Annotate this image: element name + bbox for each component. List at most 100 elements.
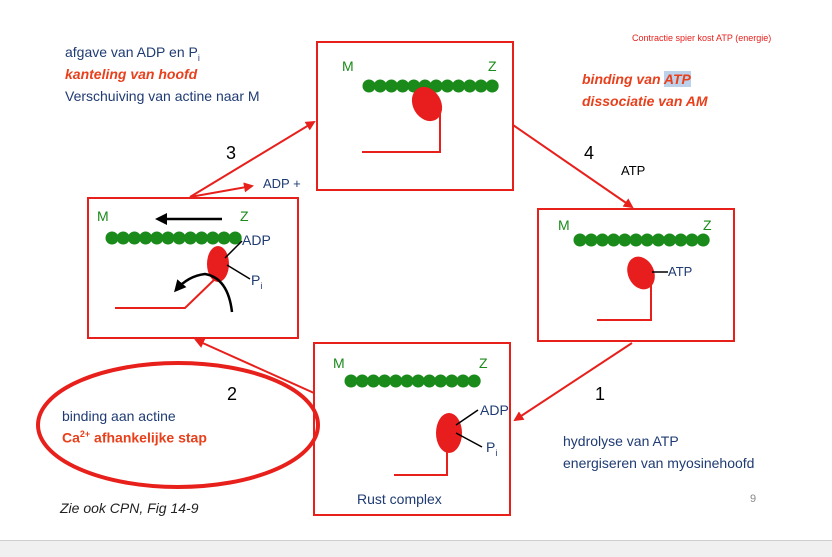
bottom-scrollbar-strip bbox=[0, 540, 832, 557]
bottom-left-line2: Ca2+ afhankelijke stap bbox=[62, 429, 207, 446]
bottom-left-line1: binding aan actine bbox=[62, 408, 176, 424]
left-box-pi: Pi bbox=[251, 272, 262, 291]
myosin-tail-top bbox=[362, 108, 441, 153]
myosin-head-left bbox=[207, 246, 229, 282]
top-right-line2: dissociatie van AM bbox=[582, 93, 708, 109]
right-box-atp: ATP bbox=[668, 264, 693, 279]
actin-bead bbox=[440, 79, 454, 93]
rest-complex-label: Rust complex bbox=[357, 491, 442, 507]
actin-bead bbox=[640, 233, 654, 247]
actin-bead bbox=[183, 231, 197, 245]
actin-bead bbox=[629, 233, 643, 247]
actin-filament-left bbox=[105, 231, 242, 245]
atp-input-label: ATP bbox=[621, 163, 646, 178]
actin-bead bbox=[105, 231, 119, 245]
box-right bbox=[537, 208, 735, 342]
box-left bbox=[87, 197, 299, 339]
top-right-line1: binding van ATP bbox=[582, 71, 691, 87]
footer-reference: Zie ook CPN, Fig 14-9 bbox=[60, 500, 199, 516]
pi-bond-bottom bbox=[455, 432, 483, 448]
top-left-line1-text: afgave van ADP en P bbox=[65, 44, 198, 60]
top-left-line1: afgave van ADP en Pi bbox=[65, 44, 200, 63]
arrow-step-2 bbox=[194, 338, 315, 394]
left-box-m: M bbox=[97, 208, 109, 224]
box-bottom bbox=[313, 342, 511, 516]
top-left-line3: Verschuiving van actine naar M bbox=[65, 88, 260, 104]
bottom-left-ca-charge: 2+ bbox=[79, 429, 91, 439]
actin-bead bbox=[485, 79, 499, 93]
bottom-box-m: M bbox=[333, 355, 345, 371]
actin-bead bbox=[674, 233, 688, 247]
myosin-tail-left bbox=[115, 277, 217, 309]
actin-bead bbox=[456, 374, 470, 388]
actin-bead bbox=[396, 79, 410, 93]
bottom-left-ca: Ca bbox=[62, 429, 80, 446]
actin-bead bbox=[139, 231, 153, 245]
top-box-m: M bbox=[342, 58, 354, 74]
bottom-box-pi: Pi bbox=[486, 439, 497, 458]
actin-bead bbox=[355, 374, 369, 388]
left-box-pi-main: P bbox=[251, 272, 261, 288]
actin-bead bbox=[467, 374, 481, 388]
bottom-box-z: Z bbox=[479, 355, 488, 371]
left-box-pi-sub: i bbox=[260, 280, 263, 291]
actin-bead bbox=[150, 231, 164, 245]
top-box-z: Z bbox=[488, 58, 497, 74]
bottom-right-line1: hydrolyse van ATP bbox=[563, 433, 679, 449]
actin-bead bbox=[474, 79, 488, 93]
myosin-tail-right bbox=[597, 278, 652, 321]
adp-bond-bottom bbox=[455, 409, 479, 426]
myosin-head-bottom bbox=[436, 413, 462, 453]
step-1: 1 bbox=[595, 384, 606, 404]
adp-bond-left bbox=[224, 240, 243, 259]
actin-bead bbox=[362, 79, 376, 93]
arrow-step-4 bbox=[512, 124, 634, 209]
actin-bead bbox=[422, 374, 436, 388]
actin-bead bbox=[452, 79, 466, 93]
actin-bead bbox=[228, 231, 242, 245]
bottom-left-step: afhankelijke stap bbox=[90, 429, 207, 446]
actin-bead bbox=[429, 79, 443, 93]
arrow-step-1 bbox=[513, 342, 633, 422]
left-box-adp: ADP bbox=[242, 232, 271, 248]
bottom-box-adp: ADP bbox=[480, 402, 509, 418]
myosin-head-right bbox=[627, 256, 655, 290]
actin-bead bbox=[411, 374, 425, 388]
actin-bead bbox=[344, 374, 358, 388]
actin-filament-bottom bbox=[344, 374, 481, 388]
right-box-m: M bbox=[558, 217, 570, 233]
actin-bead bbox=[217, 231, 231, 245]
actin-bead bbox=[384, 79, 398, 93]
head-swing-arc bbox=[174, 272, 234, 313]
box-top bbox=[316, 41, 514, 191]
actin-bead bbox=[584, 233, 598, 247]
step-3: 3 bbox=[226, 143, 237, 163]
actin-bead bbox=[400, 374, 414, 388]
actin-bead bbox=[445, 374, 459, 388]
actin-bead bbox=[206, 231, 220, 245]
page-number: 9 bbox=[750, 493, 757, 505]
actin-bead bbox=[618, 233, 632, 247]
top-left-line1-sub: i bbox=[197, 52, 200, 63]
actin-bead bbox=[172, 231, 186, 245]
bottom-box-pi-main: P bbox=[486, 439, 496, 455]
top-right-line1-atp: ATP bbox=[663, 71, 691, 87]
actin-bead bbox=[195, 231, 209, 245]
actin-bead bbox=[366, 374, 380, 388]
header-note: Contractie spier kost ATP (energie) bbox=[632, 33, 772, 43]
arrow-adp-release bbox=[189, 182, 254, 198]
adp-plus-label: ADP + bbox=[263, 176, 301, 191]
step-2: 2 bbox=[227, 384, 238, 404]
actin-bead bbox=[127, 231, 141, 245]
bottom-box-pi-sub: i bbox=[495, 447, 498, 458]
pi-bond-left bbox=[226, 264, 251, 280]
myosin-head-top bbox=[411, 86, 443, 122]
actin-bead bbox=[116, 231, 130, 245]
actin-bead bbox=[685, 233, 699, 247]
bottom-right-line2: energiseren van myosinehoofd bbox=[563, 455, 755, 471]
actin-bead bbox=[663, 233, 677, 247]
top-left-line2: kanteling van hoofd bbox=[65, 66, 198, 82]
left-box-z: Z bbox=[240, 208, 249, 224]
